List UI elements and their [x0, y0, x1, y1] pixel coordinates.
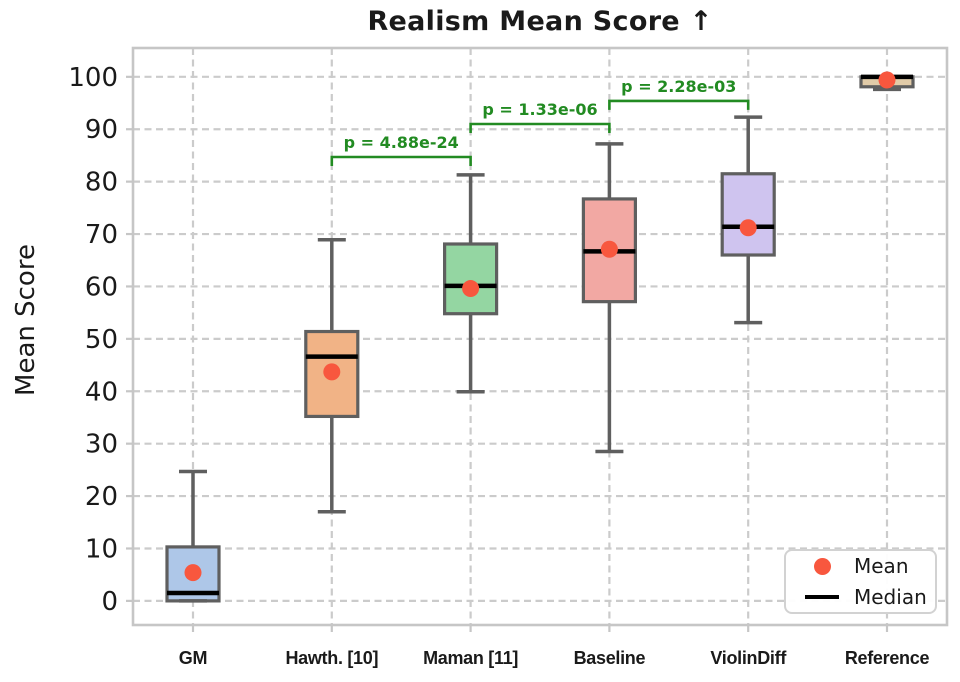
y-tick-label: 20: [85, 482, 118, 512]
significance-bracket: [330, 155, 472, 167]
plot-border: [131, 46, 949, 627]
y-tick-label: 30: [85, 430, 118, 460]
y-tick-label: 0: [101, 587, 118, 617]
mean-dot: [878, 71, 896, 89]
mean-dot: [323, 363, 341, 381]
y-tick-label: 60: [85, 272, 118, 302]
box-Maman [11]: [443, 242, 499, 316]
mean-dot: [600, 240, 618, 258]
x-tick-label: Hawth. [10]: [285, 648, 378, 668]
x-tick-label: Maman [11]: [423, 648, 518, 668]
mean-dot: [462, 280, 480, 298]
x-tick-label: Reference: [845, 648, 930, 668]
x-tick-label: GM: [179, 648, 207, 668]
y-tick-label: 40: [85, 377, 118, 407]
y-tick-label: 100: [68, 63, 118, 93]
mean-dot-icon: [813, 557, 831, 575]
legend-label-median: Median: [854, 585, 927, 609]
y-tick-label: 90: [85, 115, 118, 145]
x-tick-label: ViolinDiff: [710, 648, 787, 668]
significance-bracket: [608, 99, 750, 110]
box-ViolinDiff: [720, 172, 776, 257]
legend-row-median: Median: [804, 585, 935, 609]
mean-dot: [184, 564, 202, 582]
mean-dot: [739, 219, 757, 237]
y-axis-label: Mean Score: [11, 244, 41, 396]
legend-row-mean: Mean: [804, 554, 935, 578]
y-tick-label: 10: [85, 534, 118, 564]
legend: Mean Median: [784, 549, 937, 614]
p-value-label: p = 2.28e-03: [621, 77, 736, 96]
box-Hawth. [10]: [304, 329, 360, 419]
median-line-icon: [805, 595, 839, 599]
x-tick-label: Baseline: [574, 648, 646, 668]
p-value-label: p = 1.33e-06: [482, 100, 597, 119]
mean-marker-wrap: [804, 557, 840, 575]
y-tick-label: 80: [85, 168, 118, 198]
y-tick-label: 50: [85, 325, 118, 355]
p-value-label: p = 4.88e-24: [344, 133, 459, 152]
legend-label-mean: Mean: [854, 554, 909, 578]
y-tick-label: 70: [85, 220, 118, 250]
median-marker-wrap: [804, 595, 840, 599]
significance-bracket: [469, 122, 611, 133]
chart-title: Realism Mean Score ↑: [367, 6, 713, 37]
